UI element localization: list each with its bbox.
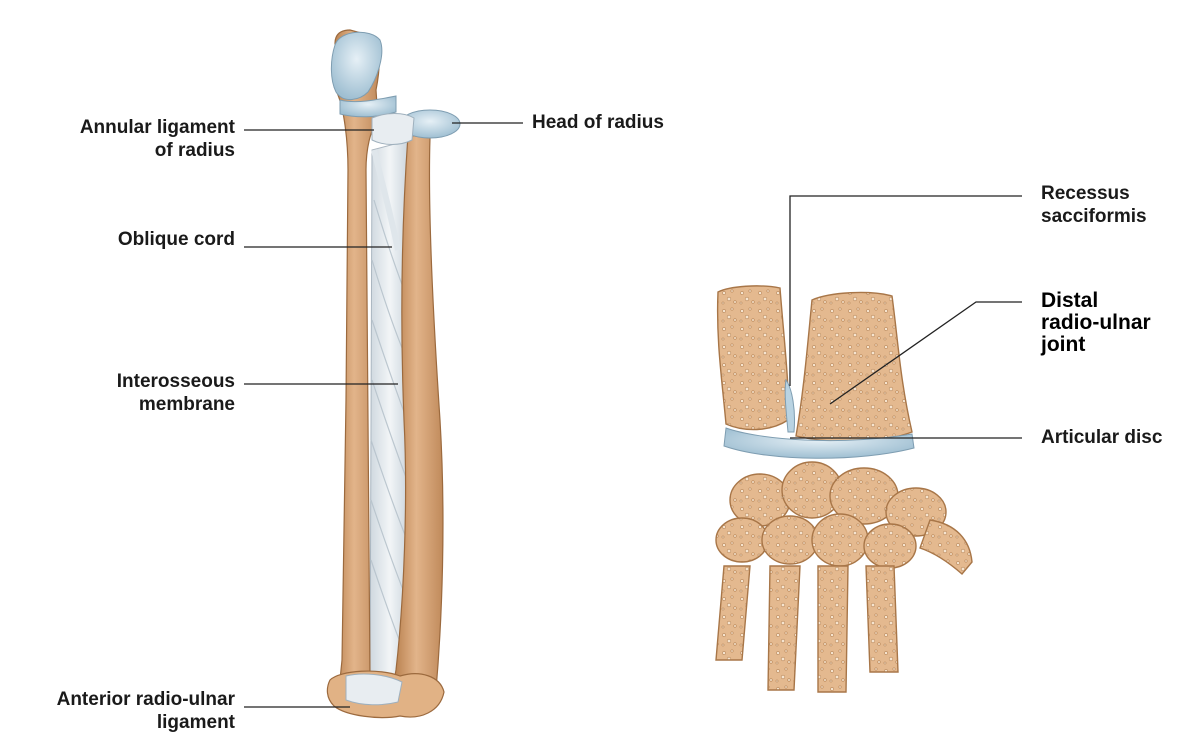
anterior-radio-ulnar-ligament-shape — [346, 674, 402, 705]
label-oblique-cord: Oblique cord — [118, 228, 235, 251]
label-recessus-line1: Recessus — [1041, 182, 1147, 205]
label-distal-line3: joint — [1041, 334, 1151, 356]
label-oblique-line1: Oblique cord — [118, 228, 235, 251]
label-head-line1: Head of radius — [532, 111, 664, 134]
label-interosseous-membrane: Interosseous membrane — [117, 370, 235, 416]
label-distal-line1: Distal — [1041, 290, 1151, 312]
label-interosseous-line2: membrane — [117, 393, 235, 416]
recessus-sacciformis-shape — [785, 380, 794, 432]
distal-radius-spongy — [796, 293, 912, 442]
label-anterior-line2: ligament — [57, 711, 235, 734]
label-articular-line1: Articular disc — [1041, 426, 1162, 449]
label-head-of-radius: Head of radius — [532, 111, 664, 134]
label-anterior-line1: Anterior radio-ulnar — [57, 688, 235, 711]
label-recessus-sacciformis: Recessus sacciformis — [1041, 182, 1147, 228]
label-distal-radio-ulnar-joint: Distal radio-ulnar joint — [1041, 290, 1151, 356]
annular-ligament-shape — [372, 114, 414, 145]
label-anterior-radio-ulnar-ligament: Anterior radio-ulnar ligament — [57, 688, 235, 734]
label-distal-line2: radio-ulnar — [1041, 312, 1151, 334]
label-articular-disc: Articular disc — [1041, 426, 1162, 449]
label-annular-line1: Annular ligament — [80, 116, 235, 139]
label-annular-ligament: Annular ligament of radius — [80, 116, 235, 162]
label-recessus-line2: sacciformis — [1041, 205, 1147, 228]
label-interosseous-line1: Interosseous — [117, 370, 235, 393]
distal-ulna-spongy — [718, 286, 789, 430]
label-annular-line2: of radius — [80, 139, 235, 162]
